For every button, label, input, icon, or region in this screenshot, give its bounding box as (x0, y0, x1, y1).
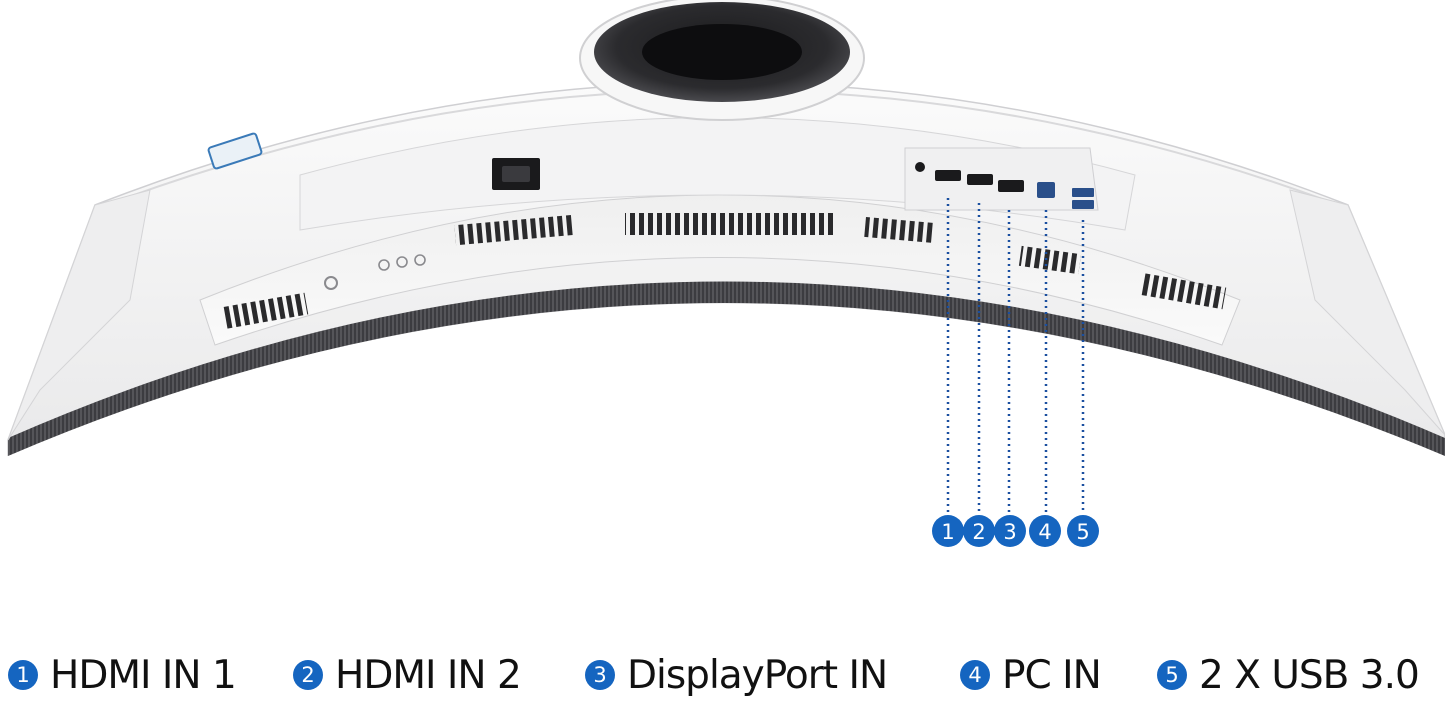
svg-text:4: 4 (1038, 520, 1051, 544)
callout-badge-3: 3 (994, 515, 1026, 547)
callout-badge-2: 2 (963, 515, 995, 547)
monitor-body (7, 81, 1445, 457)
port-panel-icon (904, 147, 1099, 211)
legend-label-hdmi-in-2: HDMI IN 2 (335, 652, 522, 698)
control-buttons-icon (324, 254, 426, 290)
stand-neck-icon (579, 0, 865, 121)
legend-item-displayport-in: 3 DisplayPort IN (585, 648, 888, 702)
hdmi-port-1-icon (935, 170, 961, 181)
callout-badges: 1 2 3 4 5 (932, 515, 1099, 547)
legend-item-hdmi-in-1: 1 HDMI IN 1 (8, 648, 237, 702)
legend-item-pc-in: 4 PC IN (960, 648, 1102, 702)
legend-label-displayport-in: DisplayPort IN (627, 652, 888, 698)
legend-badge-4: 4 (960, 660, 990, 690)
svg-text:1: 1 (941, 520, 954, 544)
svg-text:5: 5 (1076, 520, 1089, 544)
svg-text:2: 2 (972, 520, 985, 544)
legend-badge-5: 5 (1157, 660, 1187, 690)
monitor-illustration: 1 2 3 4 5 (7, 0, 1445, 547)
screen-edge (8, 281, 1445, 456)
power-socket-icon (492, 158, 540, 190)
callout-badge-1: 1 (932, 515, 964, 547)
legend-badge-1: 1 (8, 660, 38, 690)
legend-label-usb-3: 2 X USB 3.0 (1199, 652, 1420, 698)
port-legend: 1 HDMI IN 1 2 HDMI IN 2 3 DisplayPort IN… (0, 648, 1445, 702)
legend-badge-3: 3 (585, 660, 615, 690)
legend-badge-2: 2 (293, 660, 323, 690)
legend-item-usb-3: 5 2 X USB 3.0 (1157, 648, 1420, 702)
vent-grille-icon (220, 213, 1227, 330)
callout-badge-4: 4 (1029, 515, 1061, 547)
callout-badge-5: 5 (1067, 515, 1099, 547)
legend-label-hdmi-in-1: HDMI IN 1 (50, 652, 237, 698)
logo-plate-icon (207, 132, 263, 170)
usb-b-port-icon (1037, 182, 1055, 198)
legend-item-hdmi-in-2: 2 HDMI IN 2 (293, 648, 522, 702)
hdmi-port-2-icon (967, 174, 993, 185)
usb-a-ports-icon (1072, 188, 1094, 209)
callout-lines (946, 198, 1085, 512)
legend-label-pc-in: PC IN (1002, 652, 1102, 698)
svg-text:3: 3 (1003, 520, 1016, 544)
displayport-icon (998, 180, 1024, 192)
